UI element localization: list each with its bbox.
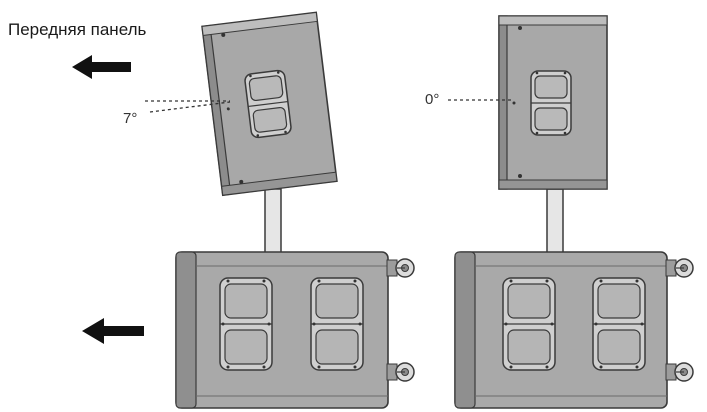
right-subwoofer: [454, 251, 694, 409]
left-pole: [264, 188, 282, 254]
right-pole: [546, 188, 564, 254]
left-speaker-assembly: [145, 11, 415, 409]
right-speaker-assembly: [448, 15, 694, 409]
arrow-left-icon: [82, 318, 144, 344]
angle-guide-line-tilted: [149, 101, 231, 113]
front-panel-label: Передняя панель: [8, 20, 147, 39]
right-top-cabinet: [498, 15, 608, 190]
level-angle-label: 0°: [425, 91, 440, 108]
tilt-angle-label: 7°: [123, 110, 138, 127]
left-subwoofer: [175, 251, 415, 409]
left-top-cabinet: [201, 11, 338, 197]
arrow-left-icon: [72, 55, 131, 79]
